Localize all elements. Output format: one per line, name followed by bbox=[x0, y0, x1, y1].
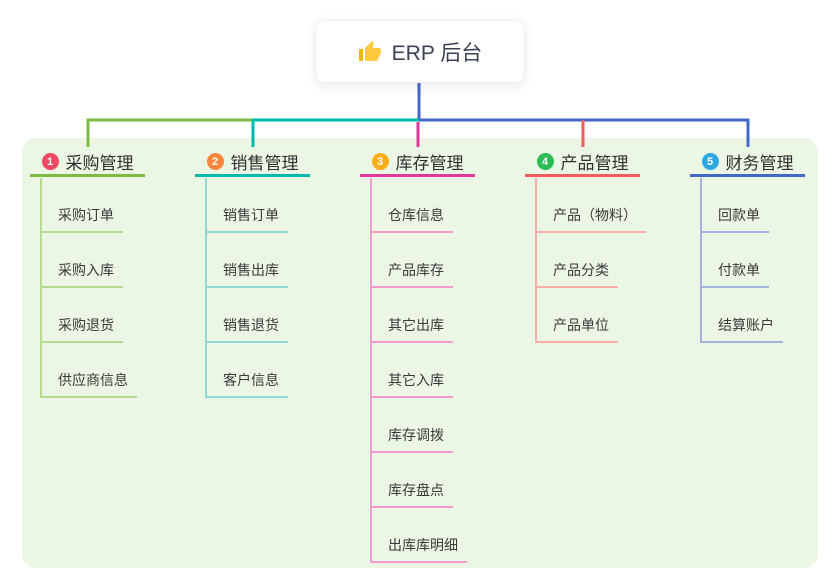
node-customer-info[interactable]: 客户信息 bbox=[205, 343, 288, 398]
badge-3: 3 bbox=[371, 153, 389, 170]
branch-title-label: 采购管理 bbox=[65, 154, 134, 173]
badge-2: 2 bbox=[206, 153, 224, 170]
branch-child-connector bbox=[700, 178, 702, 343]
root-node-erp[interactable]: ERP 后台 bbox=[315, 20, 525, 83]
branch-child-connector bbox=[205, 178, 207, 398]
branch-underline bbox=[525, 174, 640, 177]
branch-children-inventory: 仓库信息 产品库存 其它出库 其它入库 库存调拨 库存盘点 出库库明细 bbox=[370, 178, 467, 563]
node-receipt-slip[interactable]: 回款单 bbox=[700, 178, 769, 233]
branch-underline bbox=[195, 174, 310, 177]
node-warehouse-info[interactable]: 仓库信息 bbox=[370, 178, 453, 233]
node-sales-outbound[interactable]: 销售出库 bbox=[205, 233, 288, 288]
node-stock-check[interactable]: 库存盘点 bbox=[370, 453, 453, 508]
branch-child-connector bbox=[535, 178, 537, 343]
branch-title-purchase[interactable]: 1 采购管理 bbox=[30, 146, 145, 177]
node-other-outbound[interactable]: 其它出库 bbox=[370, 288, 453, 343]
branch-title-inventory[interactable]: 3 库存管理 bbox=[360, 146, 475, 177]
branch-children-purchase: 采购订单 采购入库 采购退货 供应商信息 bbox=[40, 178, 137, 398]
node-purchase-order[interactable]: 采购订单 bbox=[40, 178, 123, 233]
root-node-label: ERP 后台 bbox=[391, 41, 483, 65]
branch-children-product: 产品（物料） 产品分类 产品单位 bbox=[535, 178, 646, 343]
node-supplier-info[interactable]: 供应商信息 bbox=[40, 343, 137, 398]
node-product-stock[interactable]: 产品库存 bbox=[370, 233, 453, 288]
node-sales-return[interactable]: 销售退货 bbox=[205, 288, 288, 343]
node-product-material[interactable]: 产品（物料） bbox=[535, 178, 646, 233]
branch-underline bbox=[30, 174, 145, 177]
branch-title-label: 财务管理 bbox=[725, 154, 794, 173]
node-stock-transfer[interactable]: 库存调拨 bbox=[370, 398, 453, 453]
branch-title-label: 库存管理 bbox=[395, 154, 464, 173]
node-outbound-detail[interactable]: 出库库明细 bbox=[370, 508, 467, 563]
badge-5: 5 bbox=[701, 153, 719, 170]
badge-1: 1 bbox=[41, 153, 59, 170]
node-sales-order[interactable]: 销售订单 bbox=[205, 178, 288, 233]
branch-title-product[interactable]: 4 产品管理 bbox=[525, 146, 640, 177]
branch-underline bbox=[360, 174, 475, 177]
branch-title-label: 产品管理 bbox=[560, 154, 629, 173]
node-product-category[interactable]: 产品分类 bbox=[535, 233, 618, 288]
thumbs-up-icon bbox=[358, 40, 381, 61]
branch-title-finance[interactable]: 5 财务管理 bbox=[690, 146, 805, 177]
branch-child-connector bbox=[370, 178, 372, 563]
node-settlement-account[interactable]: 结算账户 bbox=[700, 288, 783, 343]
node-purchase-return[interactable]: 采购退货 bbox=[40, 288, 123, 343]
node-purchase-inbound[interactable]: 采购入库 bbox=[40, 233, 123, 288]
node-product-unit[interactable]: 产品单位 bbox=[535, 288, 618, 343]
branch-title-label: 销售管理 bbox=[230, 154, 299, 173]
branch-title-sales[interactable]: 2 销售管理 bbox=[195, 146, 310, 177]
branches-panel bbox=[22, 138, 818, 568]
branch-children-finance: 回款单 付款单 结算账户 bbox=[700, 178, 783, 343]
branch-children-sales: 销售订单 销售出库 销售退货 客户信息 bbox=[205, 178, 288, 398]
node-other-inbound[interactable]: 其它入库 bbox=[370, 343, 453, 398]
branch-child-connector bbox=[40, 178, 42, 398]
branch-underline bbox=[690, 174, 805, 177]
node-payment-slip[interactable]: 付款单 bbox=[700, 233, 769, 288]
badge-4: 4 bbox=[536, 153, 554, 170]
